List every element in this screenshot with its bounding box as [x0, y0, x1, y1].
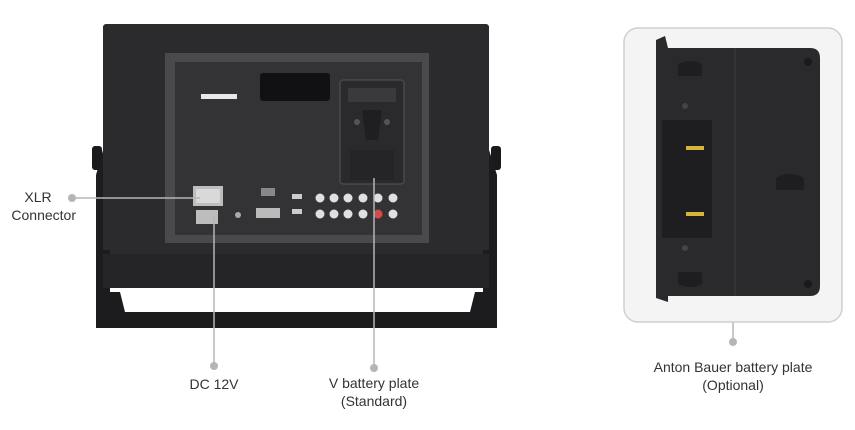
vplate-callout-dot [370, 364, 378, 372]
xlr-label-line1: XLR [24, 189, 52, 205]
dc-label-text: DC 12V [189, 376, 239, 392]
anton-label: Anton Bauer battery plate (Optional) [654, 358, 813, 394]
anton-bauer-plate [656, 36, 820, 302]
handle-slot [260, 73, 330, 101]
anton-label-line1: Anton Bauer battery plate [653, 359, 813, 375]
anton-callout-dot [729, 338, 737, 346]
stand-upper-bar [103, 254, 489, 288]
anton-label-line2: (Optional) [702, 377, 764, 393]
vplate-label-line1: V battery plate [328, 375, 420, 391]
xlr-callout-dot [68, 194, 76, 202]
dc-label: DC 12V [189, 375, 238, 393]
xlr-label: XLR Connector [0, 188, 76, 224]
vplate-label: V battery plate (Standard) [329, 374, 419, 410]
stand-base [96, 292, 497, 328]
dc-callout-dot [210, 362, 218, 370]
xlr-label-line2: Connector [11, 207, 76, 223]
label-sticker [201, 94, 237, 99]
bnc-connectors [315, 193, 398, 219]
right-knob [491, 146, 501, 170]
vplate-label-line2: (Standard) [340, 393, 408, 409]
